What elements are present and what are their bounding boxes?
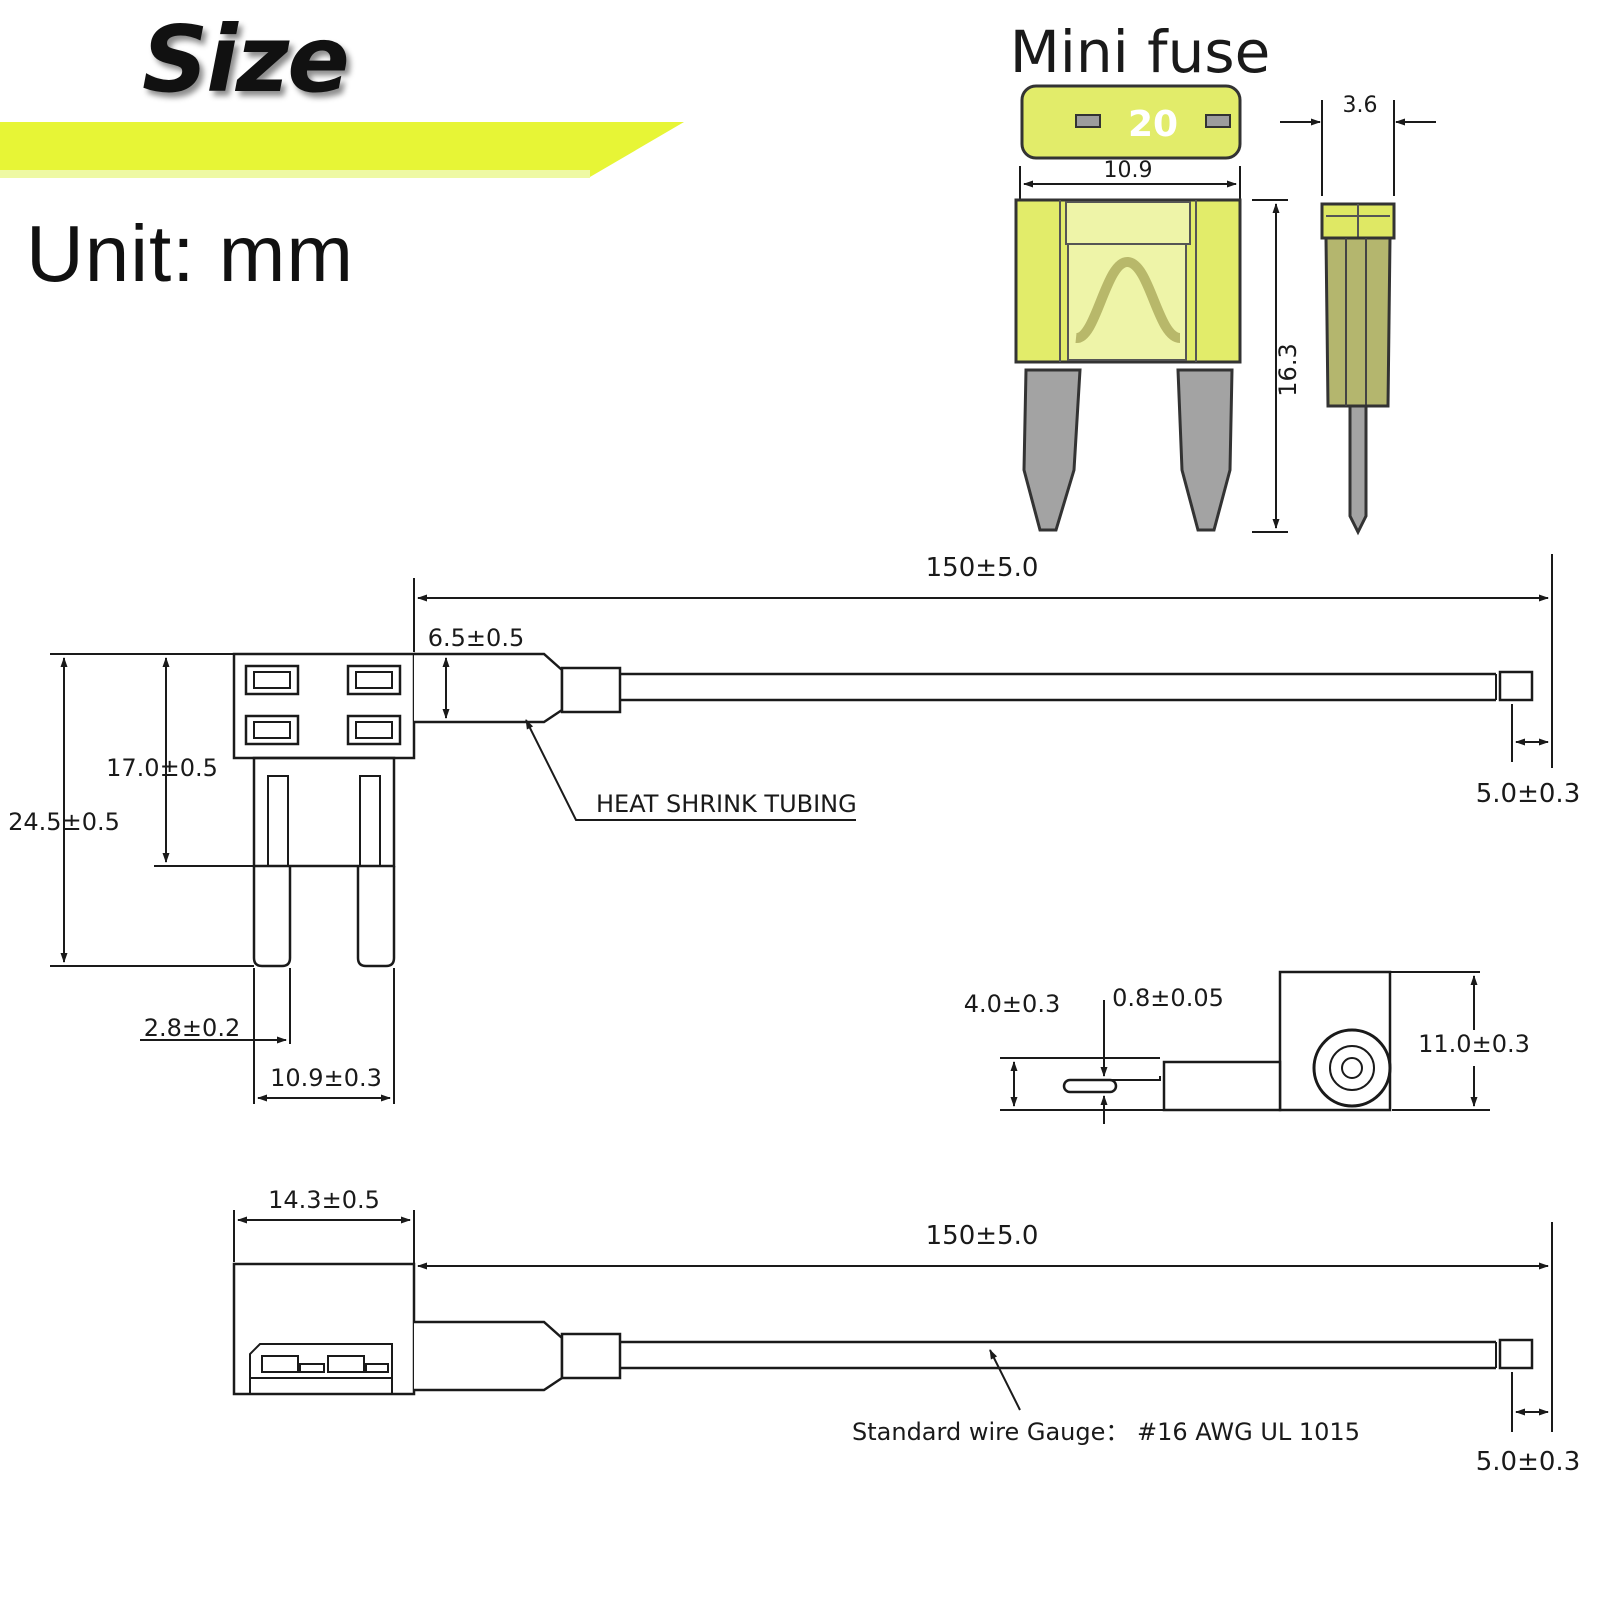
unit-label: Unit: mm [26, 209, 354, 298]
heat-shrink-tubing [414, 652, 564, 724]
fuse-top-view: 20 [1020, 84, 1242, 160]
title-highlight-bar [0, 122, 684, 178]
adapter-top-view [50, 554, 1553, 1104]
bottom-end-length-dimension: 5.0±0.3 [1476, 1447, 1580, 1477]
fuse-rating: 20 [1128, 104, 1178, 145]
adapter-top-view-labels: 150±5.0 6.5±0.5 17.0±0.5 24.5±0.5 2.8±0.… [8, 553, 1580, 1092]
fuse-height-dimension: 16.3 [1274, 343, 1302, 396]
mini-fuse-title: Mini fuse [1010, 18, 1271, 86]
fuse-front-view [1014, 198, 1242, 532]
fuse-thickness-dimension: 3.6 [1343, 93, 1378, 118]
terminal-height-dimension: 11.0±0.3 [1418, 1030, 1530, 1058]
adapter-blade-right [356, 866, 396, 968]
blade-span-dimension: 10.9±0.3 [270, 1064, 382, 1092]
adapter-body [232, 652, 416, 760]
terminal-side-view-labels: 4.0±0.3 0.8±0.05 11.0±0.3 [964, 984, 1530, 1058]
bottom-body-width-dimension: 14.3±0.5 [268, 1186, 380, 1214]
adapter-bottom-view-labels: 14.3±0.5 150±5.0 5.0±0.3 Standard wire G… [268, 1186, 1580, 1477]
title-highlight-shadow [0, 170, 590, 178]
body-upper-height-dimension: 17.0±0.5 [106, 754, 218, 782]
blade-width-dimension: 2.8±0.2 [144, 1014, 240, 1042]
page-title: Size [142, 6, 350, 113]
mini-fuse-figure: Mini fuse 20 10.9 [1010, 18, 1436, 536]
fuse-width-dimension: 10.9 [1104, 158, 1153, 183]
wire-end-terminal [1498, 670, 1534, 702]
fuse-blade-left [1022, 368, 1082, 532]
heat-shrink-tubing-label: HEAT SHRINK TUBING [596, 790, 857, 818]
terminal-side-view [1000, 970, 1490, 1124]
pin-diameter-dimension: 4.0±0.3 [964, 990, 1060, 1018]
wire-gauge-label: Standard wire Gauge： #16 AWG UL 1015 [852, 1418, 1360, 1446]
pin-thickness-dimension: 0.8±0.05 [1112, 984, 1224, 1012]
top-wire-length-dimension: 150±5.0 [926, 553, 1039, 583]
bottom-wire-length-dimension: 150±5.0 [926, 1221, 1039, 1251]
adapter-blade-left [252, 866, 292, 968]
top-end-length-dimension: 5.0±0.3 [1476, 779, 1580, 809]
fuse-side-view [1320, 202, 1396, 536]
fuse-blade-right [1176, 368, 1234, 532]
total-height-dimension: 24.5±0.5 [8, 808, 120, 836]
adapter-bottom-view [232, 1210, 1553, 1432]
tubing-height-dimension: 6.5±0.5 [428, 624, 524, 652]
